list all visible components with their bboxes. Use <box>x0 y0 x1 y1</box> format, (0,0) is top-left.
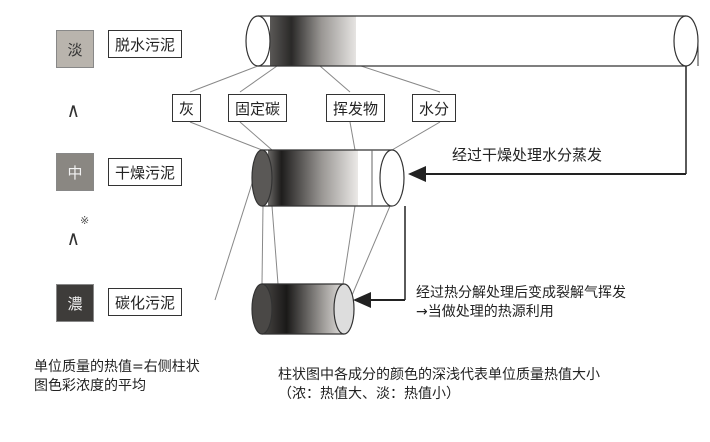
component-ash: 灰 <box>172 94 202 122</box>
cylinder-carbonized <box>251 283 355 335</box>
label-dewatered-sludge: 脱水污泥 <box>108 30 183 58</box>
note-drying: 经过干燥处理水分蒸发 <box>452 146 603 164</box>
comparator-second: ∧ <box>66 226 80 250</box>
note-color-legend: 柱状图中各成分的颜色的深浅代表单位质量热值大小（浓：热值大、淡：热值小） <box>278 367 600 402</box>
cylinder-dried <box>251 149 405 207</box>
pyrolysis-arrow <box>353 206 406 308</box>
label-carbonized-sludge: 碳化污泥 <box>108 288 183 316</box>
cylinder-dewatered <box>245 15 699 67</box>
label-dried-sludge: 干燥污泥 <box>108 158 183 186</box>
swatch-medium: 中 <box>56 153 94 191</box>
component-moisture: 水分 <box>412 94 457 122</box>
component-fixed-carbon: 固定碳 <box>228 94 288 122</box>
connector-lines <box>189 63 441 301</box>
note-pyrolysis: 经过热分解处理后变成裂解气挥发→当做处理的热源利用 <box>416 285 626 320</box>
swatch-light: 淡 <box>56 30 94 68</box>
comparator-note-mark: ※ <box>80 214 90 227</box>
drying-arrow <box>408 66 687 182</box>
swatch-dark: 濃 <box>56 284 94 322</box>
component-volatiles: 挥发物 <box>326 94 386 122</box>
comparator-first: ∧ <box>66 98 80 122</box>
note-heat-value: 单位质量的热值=右侧柱状图色彩浓度的平均 <box>34 359 200 394</box>
